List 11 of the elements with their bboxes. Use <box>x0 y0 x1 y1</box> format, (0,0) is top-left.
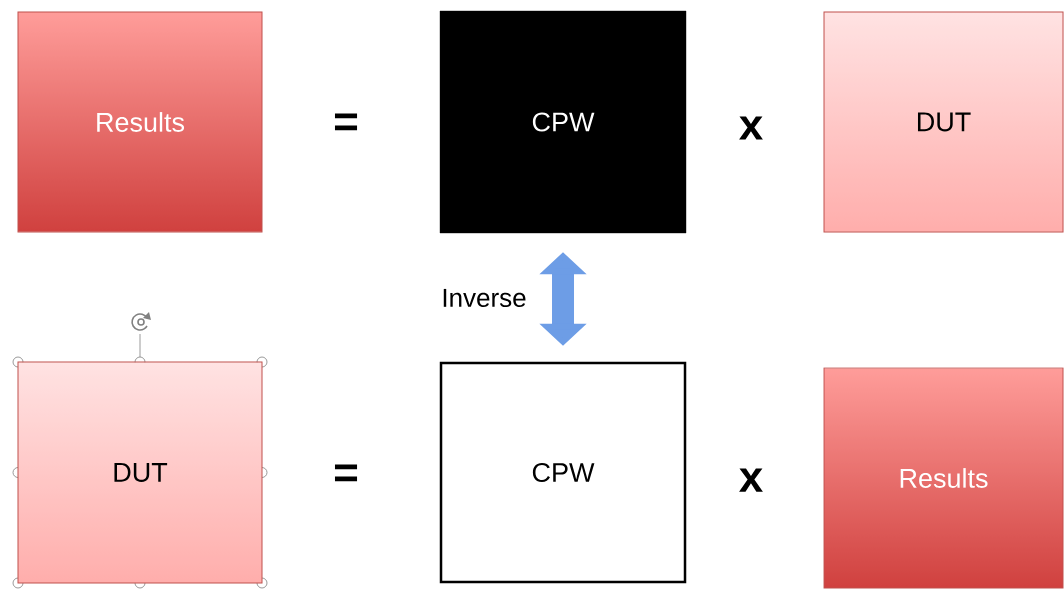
operator-symbol: = <box>335 464 358 482</box>
operator-symbol: = <box>335 113 358 131</box>
edge-label: Inverse <box>443 288 526 308</box>
box: DUT <box>17 361 263 584</box>
box: CPW <box>439 361 687 584</box>
box: Results <box>17 11 263 233</box>
box: Results <box>823 367 1064 589</box>
box: CPW <box>439 10 687 234</box>
operator-symbol: x <box>739 468 763 492</box>
operator-symbol: x <box>739 116 763 140</box>
box: DUT <box>823 11 1064 233</box>
